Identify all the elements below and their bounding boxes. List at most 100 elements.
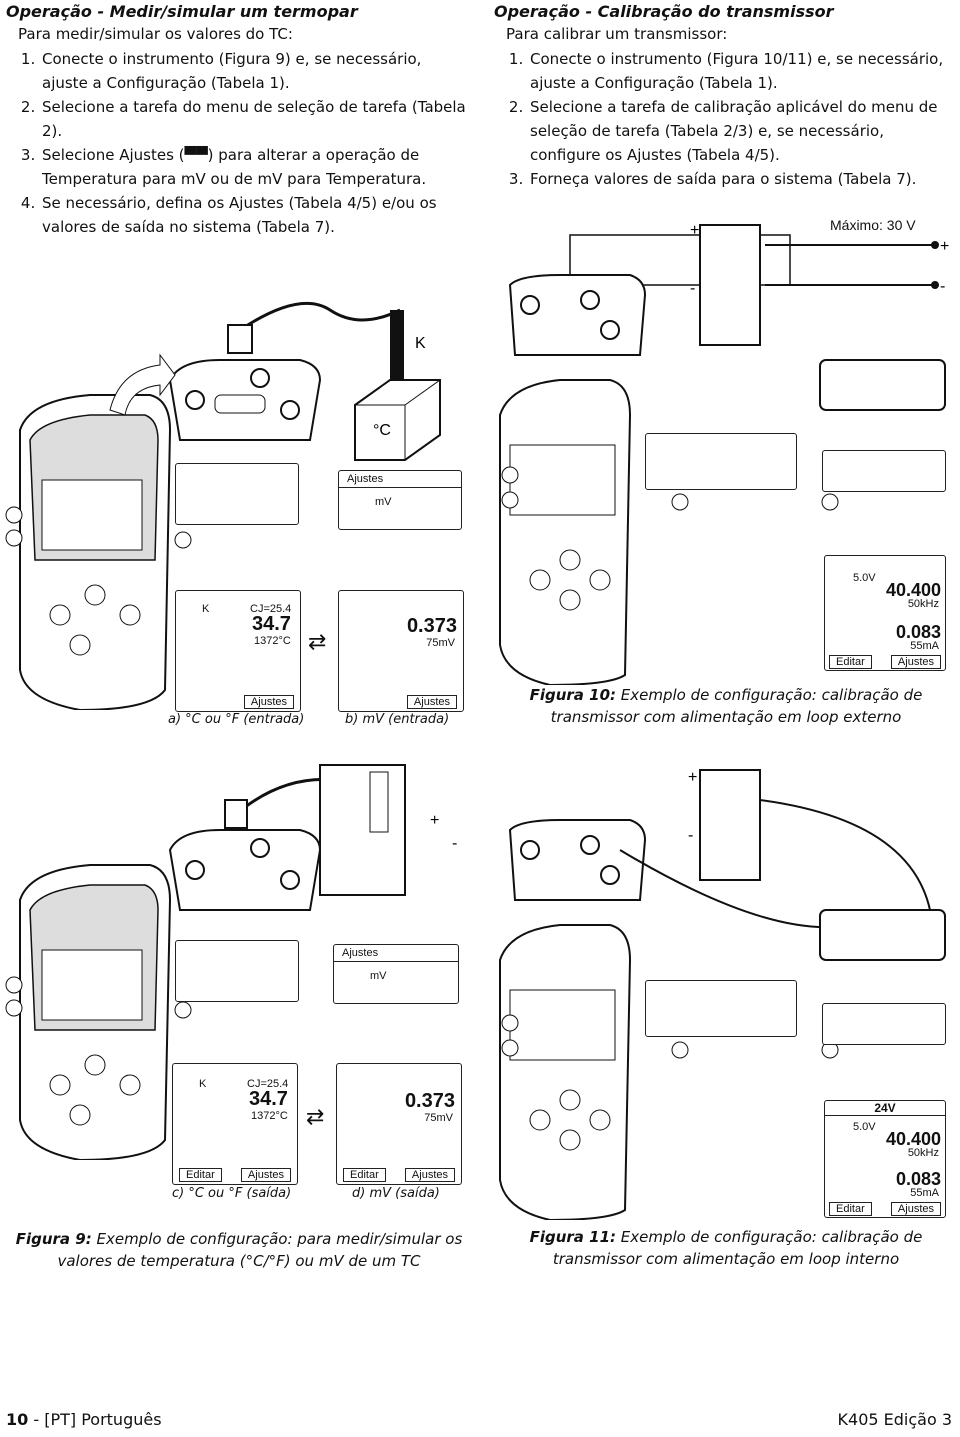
- figure-10-illustration: + - + -: [490, 215, 960, 685]
- figure-9-label: Figura 9:: [15, 1230, 92, 1248]
- swap-arrows-bottom: ⇄: [306, 1105, 325, 1130]
- right-step-1: Conecte o instrumento (Figura 10/11) e, …: [528, 47, 958, 95]
- minus-terminal-label: -: [452, 835, 457, 852]
- figure-9-bottom-illustration: + -: [0, 760, 480, 1160]
- plus-sign-11: +: [688, 769, 697, 786]
- mv-reading: 0.373: [406, 615, 457, 637]
- figure-9-top-illustration: K °C: [0, 270, 480, 710]
- right-intro: Para calibrar um transmissor:: [506, 25, 728, 43]
- ajustes-title: Ajustes: [339, 471, 461, 488]
- reading-2-10: 0.083: [895, 622, 941, 642]
- left-step-2: Selecione a tarefa do menu de seleção de…: [40, 95, 470, 143]
- subcaption-a: a) °C ou °F (entrada): [168, 712, 305, 727]
- unit-1-10: 50kHz: [907, 598, 939, 610]
- mv-measure-screen-b: 0.373 75mV Ajustes: [338, 590, 464, 712]
- task-menu-screen-11-1: [645, 980, 797, 1037]
- unit-2-11: 55mA: [910, 1187, 939, 1199]
- external-loop-illustration: + - + -: [499, 222, 949, 685]
- block-temp-label: °C: [373, 422, 391, 439]
- editar-softkey-d[interactable]: Editar: [343, 1168, 386, 1182]
- subcaption-b: b) mV (entrada): [345, 712, 450, 727]
- figure-11-caption: Figura 11: Exemplo de configuração: cali…: [498, 1226, 954, 1270]
- minus-sign-right: -: [940, 278, 945, 295]
- reading-1-10: 40.400: [885, 580, 941, 600]
- minus-sign-top: -: [690, 280, 695, 297]
- tc-type-k: K: [202, 603, 210, 615]
- temp-max-c: 1372°C: [251, 1110, 288, 1122]
- task-menu-screen-c: [175, 940, 299, 1002]
- mv-option-d: mV: [370, 970, 387, 982]
- subcaption-d: d) mV (saída): [352, 1186, 440, 1201]
- right-step-2: Selecione a tarefa de calibração aplicáv…: [528, 95, 958, 167]
- transmitter-screen-10: 5.0V 40.400 50kHz 0.083 55mA Editar Ajus…: [824, 555, 946, 671]
- temp-max: 1372°C: [254, 635, 291, 647]
- swap-arrows-top: ⇄: [308, 630, 327, 655]
- editar-softkey-10[interactable]: Editar: [829, 655, 872, 669]
- temp-reading: 34.7: [252, 613, 291, 635]
- figure-11-illustration: + -: [490, 760, 960, 1220]
- unit-1-11: 50kHz: [907, 1147, 939, 1159]
- figure-11-text: Exemplo de configuração: calibração de t…: [552, 1228, 923, 1268]
- figure-11-label: Figura 11:: [529, 1228, 617, 1246]
- footer-language: - [PT] Português: [28, 1410, 162, 1429]
- ajustes-softkey-11[interactable]: Ajustes: [890, 1202, 941, 1216]
- figure-10-caption: Figura 10: Exemplo de configuração: cali…: [498, 684, 954, 728]
- ajustes-softkey-b[interactable]: Ajustes: [406, 695, 457, 709]
- page-footer-left: 10 - [PT] Português: [6, 1410, 162, 1429]
- page-number: 10: [6, 1410, 29, 1429]
- ajustes-softkey-c[interactable]: Ajustes: [240, 1168, 291, 1182]
- page-footer-edition: K405 Edição 3: [837, 1410, 952, 1429]
- left-section-title: Operação - Medir/simular um termopar: [6, 2, 358, 21]
- temp-reading-c: 34.7: [249, 1088, 288, 1110]
- editar-softkey-11[interactable]: Editar: [829, 1202, 872, 1216]
- left-intro: Para medir/simular os valores do TC:: [18, 25, 293, 43]
- cj-value-c: CJ=25.4: [247, 1078, 289, 1090]
- supply-voltage-11: 5.0V: [853, 1121, 876, 1133]
- minus-sign-11: -: [688, 827, 693, 844]
- left-step-1: Conecte o instrumento (Figura 9) e, se n…: [40, 47, 470, 95]
- reading-1-11: 40.400: [885, 1129, 941, 1149]
- calibrator-device-illustration: K °C: [5, 301, 441, 710]
- mv-max-d: 75mV: [424, 1112, 453, 1124]
- left-step-3: Selecione Ajustes (▀▀) para alterar a op…: [40, 143, 470, 191]
- plus-terminal-label: +: [430, 812, 439, 829]
- task-menu-screen-10-1: [645, 433, 797, 490]
- figure-9-caption: Figura 9: Exemplo de configuração: para …: [4, 1228, 474, 1272]
- ajustes-softkey-a[interactable]: Ajustes: [243, 695, 294, 709]
- task-menu-screen-11-2: [822, 1003, 946, 1045]
- left-column: Operação - Medir/simular um termopar Par…: [0, 0, 470, 239]
- temp-source-screen-c: K CJ=25.4 34.7 1372°C Editar Ajustes: [172, 1063, 298, 1185]
- editar-softkey-c[interactable]: Editar: [179, 1168, 222, 1182]
- subcaption-c: c) °C ou °F (saída): [172, 1186, 292, 1201]
- figure-10-text: Exemplo de configuração: calibração de t…: [550, 686, 923, 726]
- thermocouple-label: K: [415, 335, 426, 352]
- supply-voltage-10: 5.0V: [853, 572, 876, 584]
- calibrator-output-illustration: + -: [5, 764, 457, 1160]
- plus-sign-top: +: [690, 222, 699, 239]
- ajustes-softkey-10[interactable]: Ajustes: [890, 655, 941, 669]
- left-step-4: Se necessário, defina os Ajustes (Tabela…: [40, 191, 470, 239]
- mv-reading-d: 0.373: [404, 1090, 455, 1112]
- loop-power-header: 24V: [825, 1101, 945, 1116]
- mv-option: mV: [375, 496, 392, 508]
- reading-2-11: 0.083: [895, 1169, 941, 1189]
- right-step-3: Forneça valores de saída para o sistema …: [528, 167, 958, 191]
- ajustes-screen-b: Ajustes mV: [338, 470, 462, 530]
- max-voltage-label: Máximo: 30 V: [830, 217, 916, 233]
- right-section-title: Operação - Calibração do transmissor: [494, 2, 834, 21]
- temp-measure-screen-a: K CJ=25.4 34.7 1372°C Ajustes: [175, 590, 301, 712]
- ajustes-softkey-d[interactable]: Ajustes: [404, 1168, 455, 1182]
- internal-loop-illustration: + -: [499, 769, 946, 1220]
- figure-10-label: Figura 10:: [529, 686, 617, 704]
- right-column: Operação - Calibração do transmissor Par…: [488, 0, 958, 191]
- ajustes-title-d: Ajustes: [334, 945, 458, 962]
- mv-max: 75mV: [426, 637, 455, 649]
- unit-2-10: 55mA: [910, 640, 939, 652]
- left-steps: Conecte o instrumento (Figura 9) e, se n…: [0, 47, 470, 239]
- tc-type-k-c: K: [199, 1078, 207, 1090]
- figure-9-text: Exemplo de configuração: para medir/simu…: [57, 1230, 463, 1270]
- transmitter-screen-11: 24V 5.0V 40.400 50kHz 0.083 55mA Editar …: [824, 1100, 946, 1218]
- task-menu-screen-a: [175, 463, 299, 525]
- mv-source-screen-d: 0.373 75mV Editar Ajustes: [336, 1063, 462, 1185]
- right-steps: Conecte o instrumento (Figura 10/11) e, …: [488, 47, 958, 191]
